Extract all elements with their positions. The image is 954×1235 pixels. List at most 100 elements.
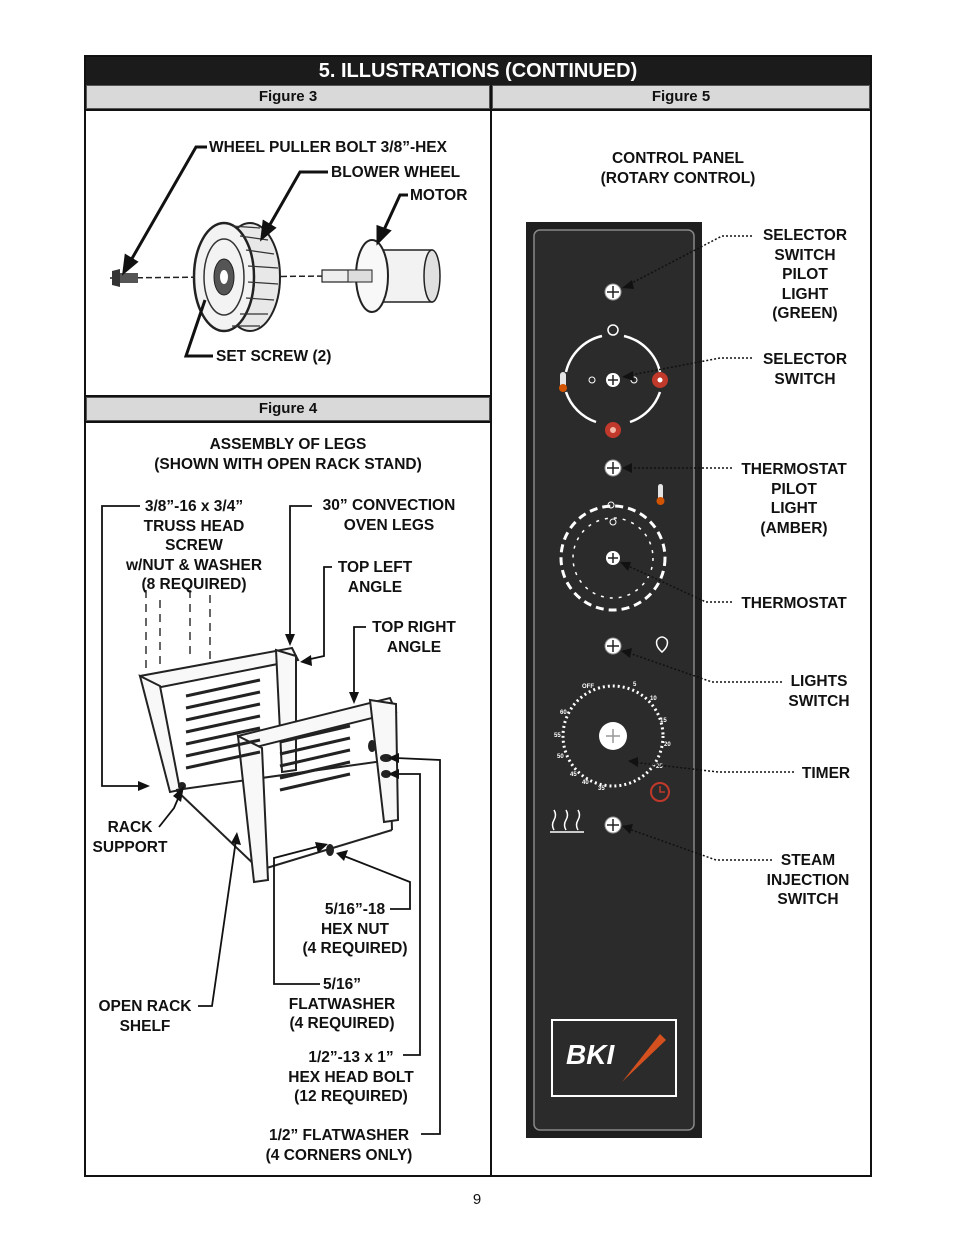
figure-5-leaders — [623, 235, 794, 861]
section-title: 5. ILLUSTRATIONS (CONTINUED) — [86, 57, 870, 85]
truss-screw-line-4: w/NUT & WASHER — [125, 556, 263, 574]
selector-switch-line-2: SWITCH — [774, 370, 836, 388]
rack-support-line-2: SUPPORT — [92, 838, 168, 856]
column-divider — [490, 85, 492, 1175]
thermometer-icon — [560, 372, 566, 388]
truss-screw-label: 3/8”-16 x 3/4” TRUSS HEAD SCREW w/NUT & … — [116, 497, 272, 595]
timer-line-1: TIMER — [801, 765, 851, 782]
truss-screw-line-5: (8 REQUIRED) — [141, 576, 247, 593]
page-number: 9 — [472, 1191, 482, 1208]
timer-tick-10: 10 — [650, 696, 657, 702]
timer-tick-55: 55 — [554, 733, 561, 739]
hex-bolt-line-1: 1/2”-13 x 1” — [308, 1049, 394, 1066]
hex-nut-line-1: 5/16”-18 — [324, 901, 386, 918]
flatwasher-12-line-1: 1/2” FLATWASHER — [268, 1127, 410, 1144]
thermostat-pilot-line-3: LIGHT — [770, 500, 818, 517]
thermostat-pilot-label: THERMOSTAT PILOT LIGHT (AMBER) — [734, 460, 854, 538]
thermostat-pilot-line-4: (AMBER) — [760, 519, 828, 537]
selector-pilot-line-3: PILOT — [782, 266, 828, 283]
thermostat-dial — [559, 484, 667, 612]
thermostat-label: THERMOSTAT — [734, 594, 854, 614]
hex-bolt-label: 1/2”-13 x 1” HEX HEAD BOLT (12 REQUIRED) — [280, 1048, 422, 1107]
timer-dial — [561, 684, 670, 802]
hex-bolt-line-3: (12 REQUIRED) — [294, 1088, 408, 1105]
thermostat-pilot-line-2: PILOT — [771, 480, 817, 498]
figure-4-heading-rule — [86, 421, 490, 423]
figure-5-title-line-1: CONTROL PANEL — [611, 150, 745, 167]
flatwasher-516-line-3: (4 REQUIRED) — [289, 1015, 395, 1032]
figure-4-arrowheads — [138, 634, 399, 861]
hex-bolt-line-2: HEX HEAD BOLT — [288, 1068, 414, 1086]
bki-logo-text: BKI — [566, 1039, 615, 1070]
flatwasher-516-line-2: FLATWASHER — [288, 995, 396, 1013]
timer-tick-60: 60 — [560, 710, 567, 716]
lights-switch-label: LIGHTS SWITCH — [782, 672, 856, 711]
thermostat-pilot-light — [604, 459, 622, 477]
truss-screw-line-3: SCREW — [165, 537, 223, 554]
timer-label: TIMER — [796, 764, 856, 784]
illustrations-frame: 5. ILLUSTRATIONS (CONTINUED) Figure 3 Fi… — [84, 55, 872, 1177]
light-bulb-icon — [655, 636, 669, 653]
flatwasher-516-label: 5/16” FLATWASHER (4 REQUIRED) — [281, 975, 403, 1034]
oven-legs-label: 30” CONVECTION OVEN LEGS — [313, 496, 465, 535]
wheel-puller-bolt-label: WHEEL PULLER BOLT 3/8”-HEX — [209, 139, 447, 156]
rack-hardware — [178, 740, 392, 856]
steam-switch-line-2: INJECTION — [766, 871, 850, 889]
timer-tick-50: 50 — [557, 754, 564, 760]
open-rack-shelf-line-1: OPEN RACK — [98, 998, 192, 1015]
figure-5-title-line-2: (ROTARY CONTROL) — [600, 169, 756, 187]
blower-wheel-label: BLOWER WHEEL — [331, 164, 461, 181]
flatwasher-12-line-2: (4 CORNERS ONLY) — [265, 1146, 413, 1164]
thermostat-pilot-line-1: THERMOSTAT — [741, 461, 847, 478]
steam-switch-label: STEAM INJECTION SWITCH — [758, 851, 858, 910]
selector-switch-line-1: SELECTOR — [762, 351, 848, 368]
hex-nut-line-3: (4 REQUIRED) — [302, 940, 408, 957]
rack-stand-drawing — [138, 646, 400, 884]
oven-legs-line-2: OVEN LEGS — [343, 516, 435, 534]
steam-switch-line-3: SWITCH — [777, 891, 839, 908]
lights-switch-line-2: SWITCH — [788, 692, 850, 710]
timer-tick-20: 20 — [664, 742, 671, 748]
lights-switch-line-1: LIGHTS — [790, 673, 848, 690]
top-right-angle-line-2: ANGLE — [386, 638, 442, 656]
open-rack-shelf-label: OPEN RACK SHELF — [90, 997, 200, 1036]
timer-tick-40: 40 — [582, 780, 589, 786]
figure-3-bottom-rule — [86, 395, 490, 397]
thermostat-line-1: THERMOSTAT — [741, 595, 847, 612]
thermometer-icon — [658, 484, 663, 500]
figure-5-heading: Figure 5 — [492, 85, 870, 109]
open-rack-shelf-line-2: SHELF — [119, 1017, 171, 1035]
oven-legs-line-1: 30” CONVECTION — [322, 497, 456, 514]
truss-screw-line-1: 3/8”-16 x 3/4” — [144, 498, 244, 515]
flatwasher-12-label: 1/2” FLATWASHER (4 CORNERS ONLY) — [252, 1126, 426, 1165]
selector-switch-label: SELECTOR SWITCH — [752, 350, 858, 389]
timer-tick-15: 15 — [660, 718, 667, 724]
lights-switch-drawing — [604, 636, 669, 655]
selector-pilot-line-1: SELECTOR — [762, 227, 848, 244]
steam-switch-line-1: STEAM — [780, 852, 836, 869]
selector-pilot-light — [604, 283, 622, 301]
timer-tick-off: OFF — [582, 684, 594, 690]
figure-5-arrowheads — [620, 280, 638, 834]
heading-underline — [86, 109, 870, 111]
figure-3-leaders — [122, 145, 408, 358]
steam-icon — [550, 809, 584, 833]
set-screw-label: SET SCREW (2) — [216, 348, 332, 365]
clock-icon — [650, 782, 670, 802]
selector-pilot-line-2: SWITCH — [774, 246, 836, 264]
bki-logo: BKI — [551, 1019, 677, 1097]
figure-3-heading: Figure 3 — [86, 85, 490, 109]
top-left-angle-line-1: TOP LEFT — [337, 559, 413, 576]
rack-shelves — [185, 678, 351, 792]
figure-4-heading: Figure 4 — [86, 397, 490, 421]
motor-label: MOTOR — [410, 187, 468, 204]
timer-tick-25: 25 — [656, 764, 663, 770]
figure-4-guides — [145, 590, 211, 670]
figure-4-title-line-1: ASSEMBLY OF LEGS — [209, 436, 367, 453]
selector-pilot-line-5: (GREEN) — [772, 305, 838, 322]
selector-switch — [559, 324, 668, 438]
flatwasher-516-line-1: 5/16” — [323, 976, 361, 993]
